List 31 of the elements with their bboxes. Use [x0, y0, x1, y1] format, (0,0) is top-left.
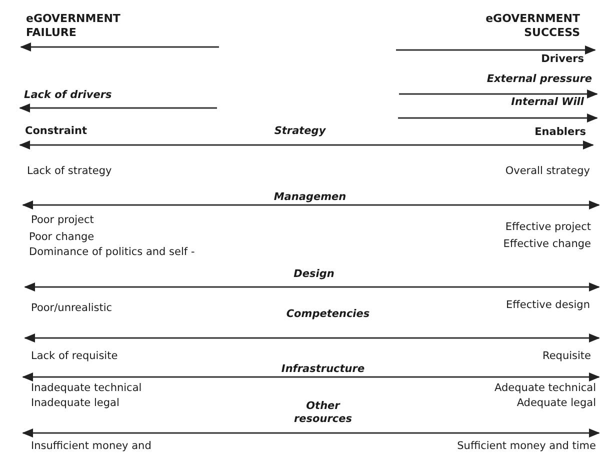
factor-label: Competencies [286, 308, 370, 322]
factor-label: Constraint [25, 125, 88, 138]
factor-label: Other resources [292, 400, 353, 426]
factor-text: Inadequate legal [31, 397, 120, 410]
factor-label: Infrastructure [281, 363, 365, 376]
factor-text: Overall strategy [505, 165, 590, 178]
factor-label: Lack of drivers [24, 89, 112, 102]
factor-text: Effective project [505, 221, 591, 234]
factor-text: Dominance of politics and self - [29, 246, 195, 260]
factor-label: Internal Will [511, 96, 584, 110]
factor-text: Requisite [542, 350, 591, 364]
factor-text: Sufficient money and time [457, 440, 596, 454]
factor-label: Drivers [541, 53, 584, 66]
factor-text: Poor project [31, 214, 94, 228]
factor-text: Inadequate technical [31, 382, 142, 396]
factor-text: Effective change [503, 238, 591, 252]
factor-text: Adequate legal [516, 397, 596, 410]
factor-text: Poor change [29, 231, 94, 244]
factor-text: Adequate technical [494, 382, 596, 396]
factor-text: Lack of strategy [27, 165, 112, 178]
factor-text: Insufficient money and [31, 440, 152, 454]
factor-label: Enablers [534, 126, 586, 140]
heading: eGOVERNMENT FAILURE [26, 12, 122, 40]
factor-label: Design [294, 268, 334, 282]
factor-text: Lack of requisite [31, 350, 118, 364]
factor-label: External pressure [486, 73, 592, 86]
factor-text: Effective design [506, 299, 590, 312]
factor-label: Managemen [274, 191, 346, 204]
factor-label: Strategy [274, 125, 326, 138]
factor-text: Poor/unrealistic [31, 302, 112, 316]
heading: eGOVERNMENT SUCCESS [484, 12, 580, 40]
